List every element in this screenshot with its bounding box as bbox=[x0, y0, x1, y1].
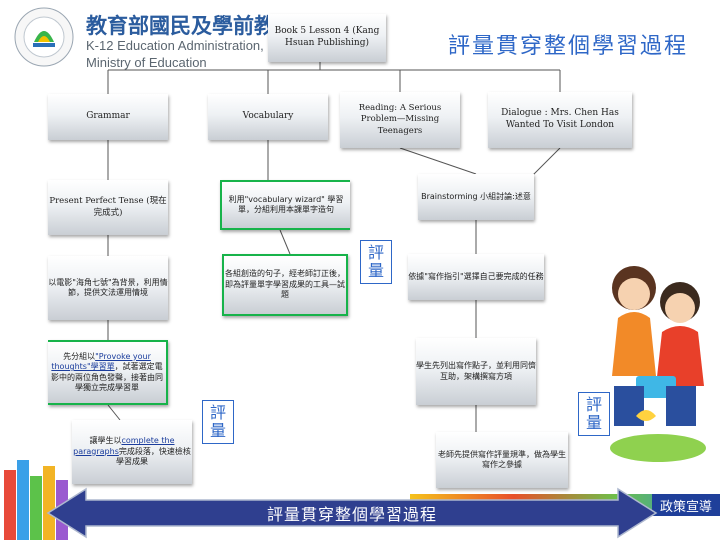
branch-reading: Reading: A Serious Problem—Missing Teena… bbox=[340, 92, 460, 148]
grammar-step-4-post: 完成段落，快速檢核學習成果 bbox=[116, 446, 191, 467]
complete-paragraphs-link[interactable]: complete the paragraphs bbox=[73, 436, 175, 456]
ministry-name-cn: 教育部國民及學前教育署 bbox=[86, 14, 276, 38]
vocabulary-step-1: 利用"vocabulary wizard" 學習單，分組利用本課單字造句 bbox=[220, 180, 350, 230]
dialogue-step-4-text: 老師先提供寫作評量規準，做為學生寫作之參據 bbox=[438, 449, 566, 469]
ministry-name-en-2: Ministry of Education bbox=[86, 55, 207, 70]
dialogue-step-1: Brainstorming 小組討論:述意 bbox=[418, 174, 534, 220]
page-title: 評量貫穿整個學習過程 bbox=[448, 34, 689, 59]
dialogue-step-3: 學生先列出寫作點子，並利用同儕互助，架構撰寫方項 bbox=[416, 338, 536, 405]
evaluation-label-right: 評量 bbox=[578, 392, 610, 436]
dialogue-step-2: 依據"寫作指引"選擇自己要完成的任務 bbox=[408, 254, 544, 300]
children-illustration bbox=[596, 236, 716, 466]
footer-strip-label: 政策宣導 bbox=[652, 494, 720, 516]
lesson-title: Book 5 Lesson 4 (Kang Hsuan Publishing) bbox=[274, 26, 380, 48]
grammar-step-4-pre: 讓學生以 bbox=[89, 436, 122, 446]
dialogue-step-4: 老師先提供寫作評量規準，做為學生寫作之參據 bbox=[436, 432, 568, 488]
grammar-step-4-text: 讓學生以complete the paragraphs完成段落，快速檢核學習成果 bbox=[72, 436, 192, 467]
grammar-step-1-text: Present Perfect Tense (現在完成式) bbox=[49, 196, 167, 218]
evaluation-arrow: 評量貫穿整個學習過程 bbox=[46, 486, 658, 540]
grammar-step-2-text: 以電影"海角七號"為背景，利用情節，提供文法運用情境 bbox=[48, 277, 168, 297]
dialogue-step-2-text: 依據"寫作指引"選擇自己要完成的任務 bbox=[408, 271, 544, 281]
vocabulary-step-1-text: 利用"vocabulary wizard" 學習單，分組利用本課單字造句 bbox=[228, 194, 344, 214]
branch-vocabulary: Vocabulary bbox=[208, 94, 328, 140]
branch-grammar-label: Grammar bbox=[86, 111, 130, 122]
dialogue-step-3-text: 學生先列出寫作點子，並利用同儕互助，架構撰寫方項 bbox=[416, 361, 536, 381]
grammar-step-3-post: ，試著選定電影中的兩位角色發聲，接著由同學獨立完成學習單 bbox=[51, 362, 163, 392]
branch-reading-label: Reading: A Serious Problem—Missing Teena… bbox=[358, 103, 442, 136]
provoke-thoughts-link[interactable]: "Provoke your thoughts"學習單 bbox=[51, 351, 151, 372]
grammar-step-3-pre: 先分組以 bbox=[63, 351, 96, 361]
grammar-step-3-text: 先分組以"Provoke your thoughts"學習單，試著選定電影中的兩… bbox=[48, 352, 166, 394]
branch-dialogue: Dialogue : Mrs. Chen Has Wanted To Visit… bbox=[488, 92, 632, 148]
vocabulary-step-2: 各組創造的句子，經老師訂正後，即為評量單字學習成果的工具—試題 bbox=[222, 254, 348, 316]
vocabulary-step-2-text: 各組創造的句子，經老師訂正後，即為評量單字學習成果的工具—試題 bbox=[225, 269, 345, 300]
grammar-step-1: Present Perfect Tense (現在完成式) bbox=[48, 180, 168, 235]
branch-dialogue-label: Dialogue : Mrs. Chen Has Wanted To Visit… bbox=[501, 108, 619, 130]
lesson-title-box: Book 5 Lesson 4 (Kang Hsuan Publishing) bbox=[268, 14, 386, 62]
grammar-step-4: 讓學生以complete the paragraphs完成段落，快速檢核學習成果 bbox=[72, 420, 192, 484]
evaluation-label-left: 評量 bbox=[202, 400, 234, 444]
branch-vocabulary-label: Vocabulary bbox=[242, 111, 294, 122]
grammar-step-3: 先分組以"Provoke your thoughts"學習單，試著選定電影中的兩… bbox=[48, 340, 168, 405]
evaluation-label-center: 評量 bbox=[360, 240, 392, 284]
ministry-name-en-1: K-12 Education Administration, bbox=[86, 38, 264, 53]
dialogue-step-1-text: Brainstorming 小組討論:述意 bbox=[421, 191, 531, 201]
logo-seal bbox=[8, 6, 80, 68]
grammar-step-2: 以電影"海角七號"為背景，利用情節，提供文法運用情境 bbox=[48, 256, 168, 320]
branch-grammar: Grammar bbox=[48, 94, 168, 140]
evaluation-arrow-text: 評量貫穿整個學習過程 bbox=[266, 505, 437, 524]
